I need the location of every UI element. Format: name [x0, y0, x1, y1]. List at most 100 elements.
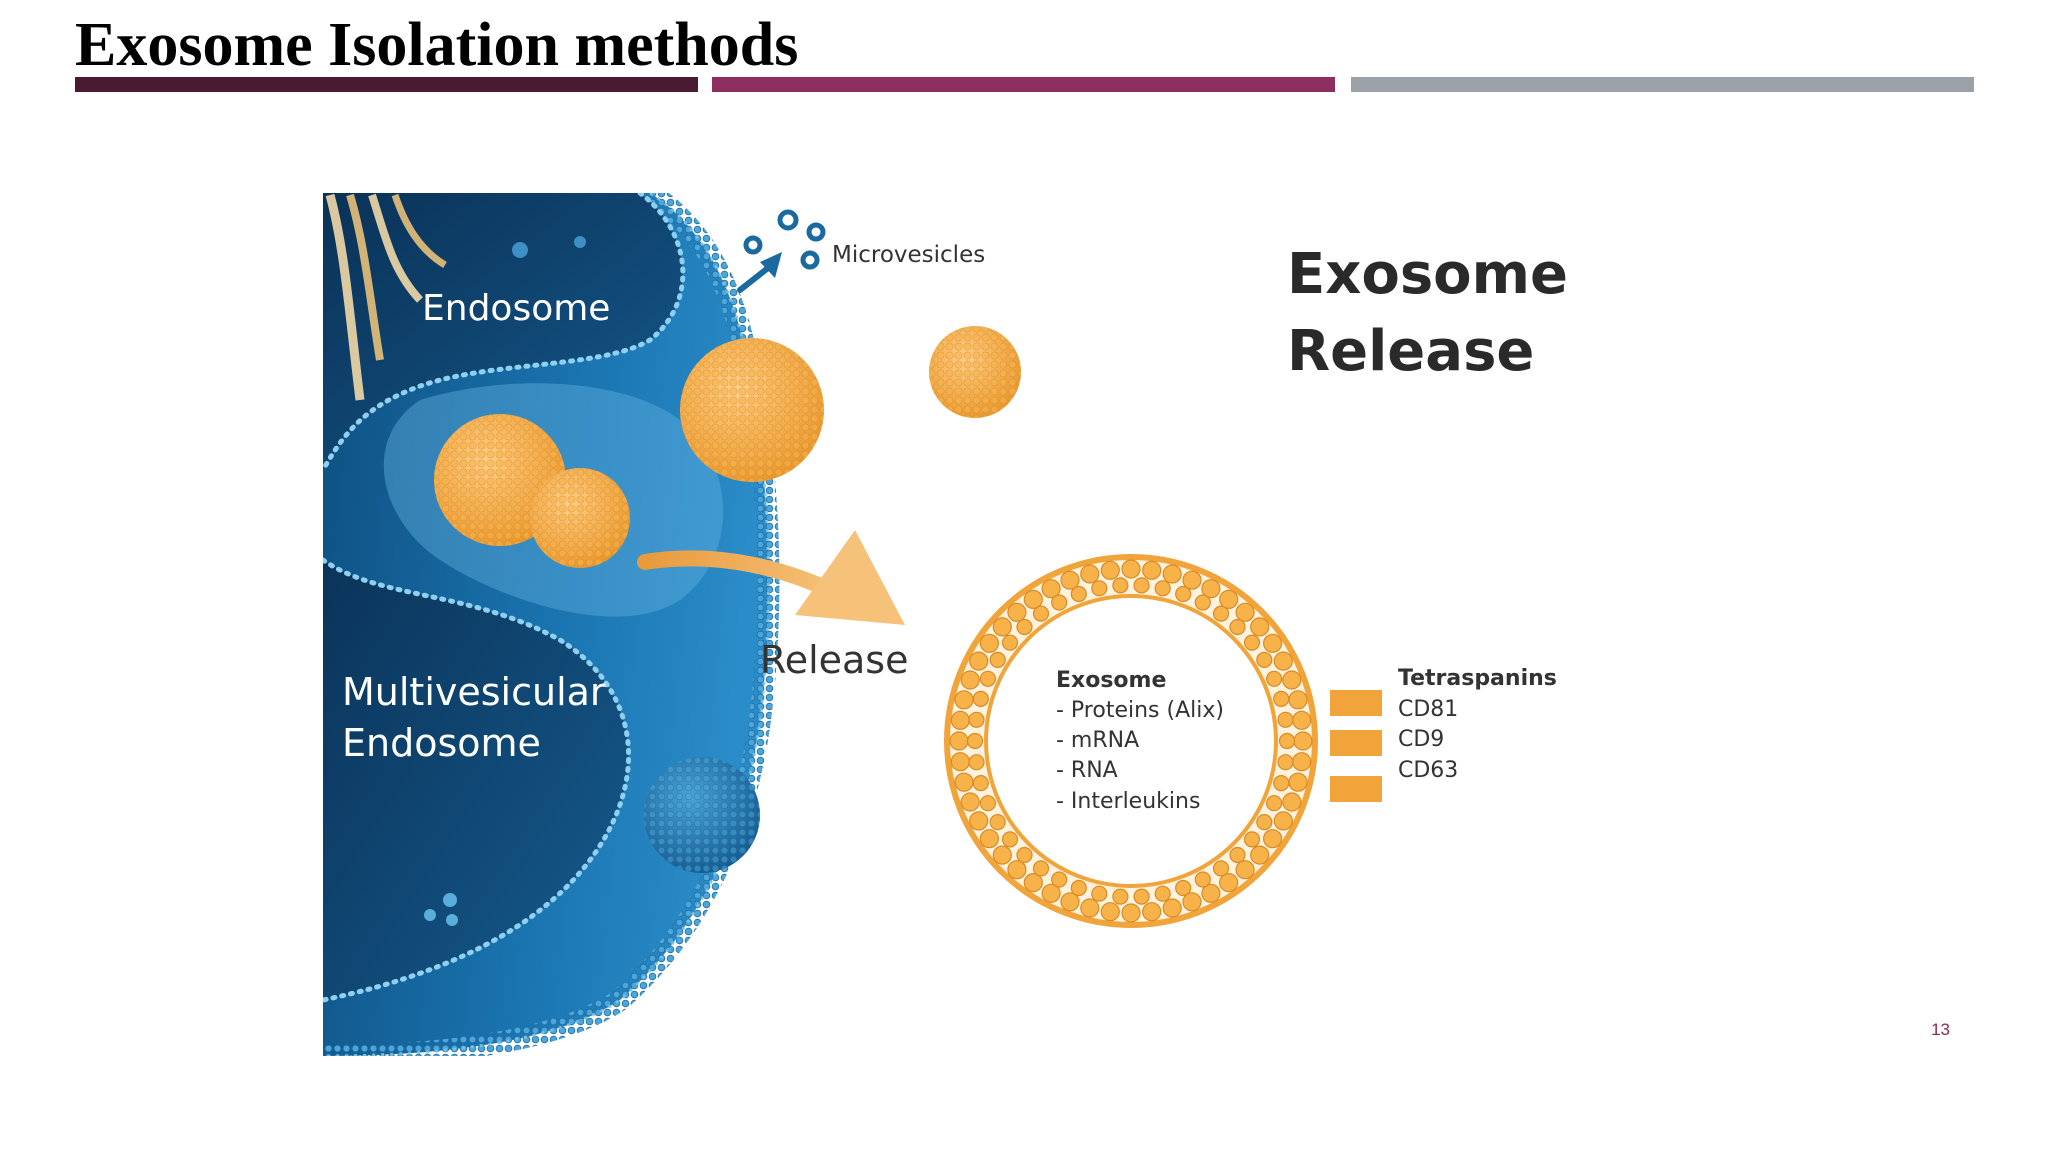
lipid-bead	[1162, 898, 1182, 918]
label-release: Release	[760, 638, 908, 682]
lipid-bead	[1182, 570, 1202, 590]
lipid-bead	[1175, 879, 1192, 897]
exosome-title: Exosome	[1056, 668, 1166, 693]
lipid-bead	[1212, 860, 1230, 877]
lipid-bead	[969, 811, 989, 831]
tetraspanins-title: Tetraspanins	[1398, 666, 1557, 691]
lipid-bead	[972, 774, 989, 792]
lipid-bead	[1175, 585, 1192, 603]
lipid-bead	[950, 710, 970, 730]
lipid-bead	[1273, 811, 1293, 831]
lipid-bead	[1133, 577, 1150, 594]
lipid-bead	[968, 754, 985, 771]
lipid-bead	[1162, 564, 1182, 584]
lipid-bead	[1051, 594, 1068, 611]
lipid-bead	[1229, 846, 1246, 864]
lipid-bead	[1201, 579, 1221, 599]
lipid-bead	[1282, 670, 1302, 690]
microvesicles-arrow-icon	[737, 252, 782, 293]
lipid-bead	[992, 617, 1012, 637]
title-underline-segment-3	[1351, 77, 1974, 92]
lipid-bead	[960, 792, 980, 812]
lipid-bead	[1243, 831, 1261, 848]
lipid-bead	[1070, 585, 1087, 603]
lipid-bead	[1051, 871, 1068, 888]
endosome-region	[323, 193, 683, 470]
label-endosome-2: Endosome	[342, 721, 541, 765]
lipid-bead	[1262, 829, 1283, 849]
lipid-bead	[969, 651, 989, 671]
lipid-bead	[979, 670, 997, 687]
lipid-bead	[1080, 898, 1100, 918]
lipid-bead	[1277, 711, 1294, 728]
lipid-bead	[1016, 618, 1033, 636]
lipid-bead	[954, 690, 974, 710]
lipid-bead	[1070, 879, 1087, 897]
lipid-bead	[1133, 888, 1150, 905]
lipid-bead	[1007, 860, 1027, 880]
tetraspanin-item: CD9	[1398, 727, 1444, 752]
exosome-content-item: - mRNA	[1056, 728, 1139, 753]
lipid-bead	[1142, 560, 1162, 580]
lipid-bead	[1001, 831, 1019, 848]
lipid-bead	[1265, 670, 1283, 687]
lipid-bead	[1194, 871, 1211, 888]
lipid-bead	[1112, 888, 1129, 905]
tetraspanin-marker	[1330, 730, 1382, 756]
lipid-bead	[1041, 579, 1061, 599]
page-number: 13	[1931, 1020, 1950, 1039]
lipid-bead	[1201, 883, 1221, 903]
lipid-bead	[989, 813, 1006, 831]
lipid-bead	[972, 690, 989, 708]
exosome-diagram	[944, 554, 1318, 928]
lipid-bead	[1229, 618, 1246, 636]
lipid-bead	[1277, 754, 1294, 771]
lipid-bead	[979, 829, 1000, 849]
lipid-bead	[1265, 795, 1283, 812]
figure-heading-line2: Release	[1287, 319, 1534, 384]
lipid-bead	[954, 772, 974, 792]
lipid-bead	[1273, 651, 1293, 671]
lipid-bead	[1032, 860, 1050, 877]
label-multivesicular: Multivesicular	[342, 670, 606, 714]
lipid-bead	[1080, 564, 1100, 584]
lipid-bead	[950, 752, 970, 772]
lipid-bead	[992, 845, 1012, 865]
title-underline-segment-1	[75, 77, 698, 92]
lipid-bead	[1292, 710, 1312, 730]
lipid-bead	[1112, 577, 1129, 594]
lipid-bead	[1194, 594, 1211, 611]
lipid-bead	[1292, 752, 1312, 772]
label-microvesicles: Microvesicles	[832, 242, 985, 268]
lipid-bead	[1032, 605, 1050, 622]
lipid-bead	[1219, 589, 1239, 610]
lipid-bead	[966, 732, 984, 750]
lipid-bead	[1142, 902, 1162, 922]
lipid-bead	[1100, 902, 1120, 922]
lipid-bead	[1154, 580, 1171, 597]
lipid-bead	[1250, 617, 1270, 637]
slide-title: Exosome Isolation methods	[75, 11, 799, 79]
lipid-bead	[1091, 580, 1108, 597]
lipid-bead	[1041, 883, 1061, 903]
lipid-bead	[1100, 560, 1120, 580]
exosome-content-item: - RNA	[1056, 758, 1118, 783]
lipid-bead	[979, 795, 997, 812]
lipid-bead	[979, 633, 1000, 653]
tetraspanin-marker	[1330, 776, 1382, 802]
lipid-bead	[1007, 602, 1027, 622]
lipid-bead	[1256, 813, 1273, 831]
tetraspanin-marker	[1330, 690, 1382, 716]
lipid-bead	[1273, 690, 1290, 708]
lipid-bead	[1212, 605, 1230, 622]
lipid-bead	[989, 651, 1006, 669]
lipid-bead	[1293, 731, 1313, 751]
lipid-bead	[1060, 892, 1080, 912]
lipid-bead	[1256, 651, 1273, 669]
lipid-bead	[1016, 846, 1033, 864]
lipid-bead	[1278, 732, 1296, 750]
multivesicular-endosome-region	[323, 560, 629, 1000]
lipid-bead	[1243, 634, 1261, 651]
lipid-bead	[968, 711, 985, 728]
golgi-icon	[325, 193, 447, 401]
